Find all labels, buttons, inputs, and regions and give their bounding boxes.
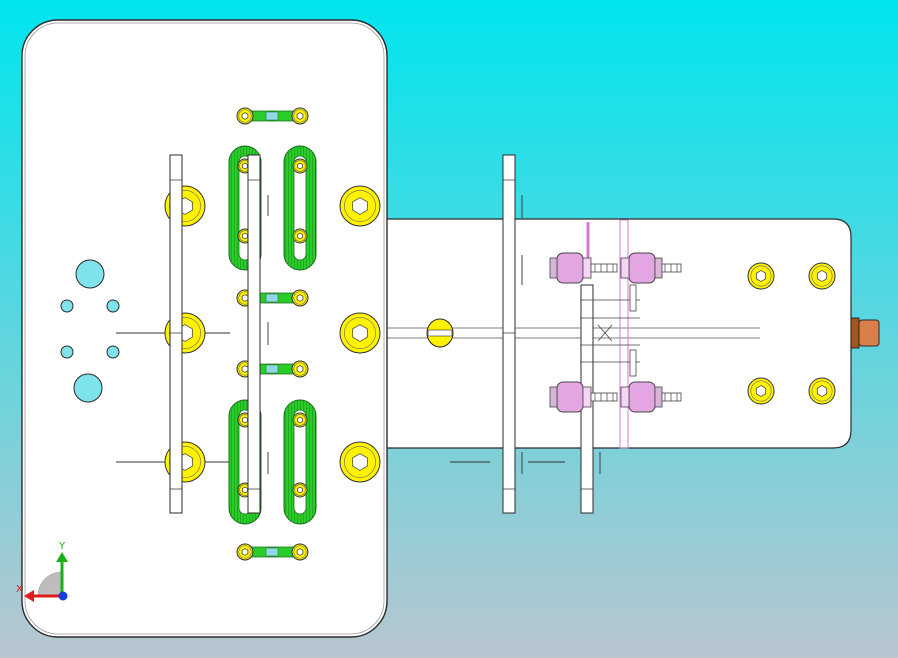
link-screw-hex-socket (296, 112, 304, 120)
base-plate-inner-edge (24, 22, 385, 635)
manifold-block (629, 349, 637, 377)
fitting-nut (582, 386, 592, 408)
fitting-nut (620, 386, 630, 408)
slot-screw-rim (294, 484, 306, 496)
link-screw-hex-socket (296, 548, 304, 556)
extension-bolt-rim (750, 265, 772, 287)
knob-head (858, 319, 880, 347)
tube-vertical (619, 219, 629, 449)
link-bar-window (265, 364, 279, 374)
link-screw-rim (293, 545, 307, 559)
link-screw-hex-socket (241, 548, 249, 556)
extension-bolts (747, 262, 836, 405)
link-screw-rim (293, 291, 307, 305)
slot-screw-hex-socket (297, 232, 303, 240)
barb-fitting (590, 392, 618, 402)
link-screw-hex-socket (296, 365, 304, 373)
small-hole (60, 299, 74, 313)
coordinate-triad: Y X (16, 541, 68, 602)
fitting-mount (654, 257, 663, 279)
extension-bolt-hex-socket (755, 385, 767, 397)
link-bar-window (265, 111, 279, 121)
guide-bar-middle[interactable] (247, 154, 261, 514)
large-hole (75, 259, 105, 289)
guide-bar-left[interactable] (169, 154, 183, 514)
extension-bolt-rim (750, 380, 772, 402)
barb-fitting (590, 263, 618, 273)
fitting-body (556, 252, 584, 284)
extension-bolt-hex-socket (755, 270, 767, 282)
fitting-nut (582, 257, 592, 279)
link-screw-hex-socket (241, 112, 249, 120)
large-bolt-hex-socket (352, 453, 368, 471)
rod-clamp-bore (427, 329, 453, 337)
slot-screw-hex-socket (242, 486, 248, 494)
slot-screw-rim (294, 230, 306, 242)
large-bolt-rim (344, 190, 376, 222)
knob-collar (850, 317, 860, 349)
small-hole (106, 345, 120, 359)
extension-plate[interactable] (384, 218, 852, 449)
large-bolt-rim (169, 317, 201, 349)
large-bolt-rim (169, 190, 201, 222)
large-bolt-hex-socket (352, 197, 368, 215)
manifold-lines (580, 299, 640, 363)
link-screw-hex-socket (241, 294, 249, 302)
manifold-block (629, 284, 637, 312)
link-screw-rim (293, 109, 307, 123)
slot-screw-hex-socket (297, 416, 303, 424)
y-axis-arrowhead (56, 552, 68, 562)
plate-holes (60, 259, 120, 403)
large-bolt-rim (344, 317, 376, 349)
extension-bolt-hex-socket (816, 385, 828, 397)
fitting-mount (549, 386, 558, 408)
link-screw-rim (238, 545, 252, 559)
x-axis-arrowhead (24, 590, 34, 602)
fitting-nut (620, 257, 630, 279)
slot-screw-hex-socket (297, 486, 303, 494)
extension-bolt-hex-socket (816, 270, 828, 282)
guide-bar-right[interactable] (502, 154, 516, 514)
link-screw-rim (293, 362, 307, 376)
slot-screw-hex-socket (242, 232, 248, 240)
fitting-mount (549, 257, 558, 279)
large-hole (73, 373, 103, 403)
y-axis-label: Y (58, 541, 66, 552)
link-screw-hex-socket (241, 365, 249, 373)
adjustment-slots (228, 145, 317, 525)
side-knob[interactable] (850, 317, 880, 349)
vertical-guide-bars (169, 154, 594, 514)
fitting-body (556, 381, 584, 413)
large-bolt-hex-socket (352, 324, 368, 342)
slot-screw-hex-socket (242, 416, 248, 424)
small-hole (60, 345, 74, 359)
fitting-mount (654, 386, 663, 408)
slot-screw-hex-socket (242, 162, 248, 170)
link-screw-hex-socket (296, 294, 304, 302)
slot-screw-hex-socket (297, 162, 303, 170)
link-bar-window (265, 547, 279, 557)
x-axis-label: X (16, 584, 23, 595)
link-screw-rim (238, 109, 252, 123)
fitting-body (628, 381, 656, 413)
manifold-cross (597, 324, 613, 342)
extension-bolt-rim (811, 380, 833, 402)
large-bolt-rim (344, 446, 376, 478)
small-hole (106, 299, 120, 313)
link-bar-window (265, 293, 279, 303)
extension-bolt-rim (811, 265, 833, 287)
rod-clamp (426, 318, 454, 348)
tubing (580, 219, 640, 449)
pneumatic-fittings (549, 252, 682, 413)
triad-origin (58, 591, 68, 601)
fitting-body (628, 252, 656, 284)
large-bolt-rim (169, 446, 201, 478)
slot-screw-rim (294, 160, 306, 172)
slot-screw-rim (294, 414, 306, 426)
